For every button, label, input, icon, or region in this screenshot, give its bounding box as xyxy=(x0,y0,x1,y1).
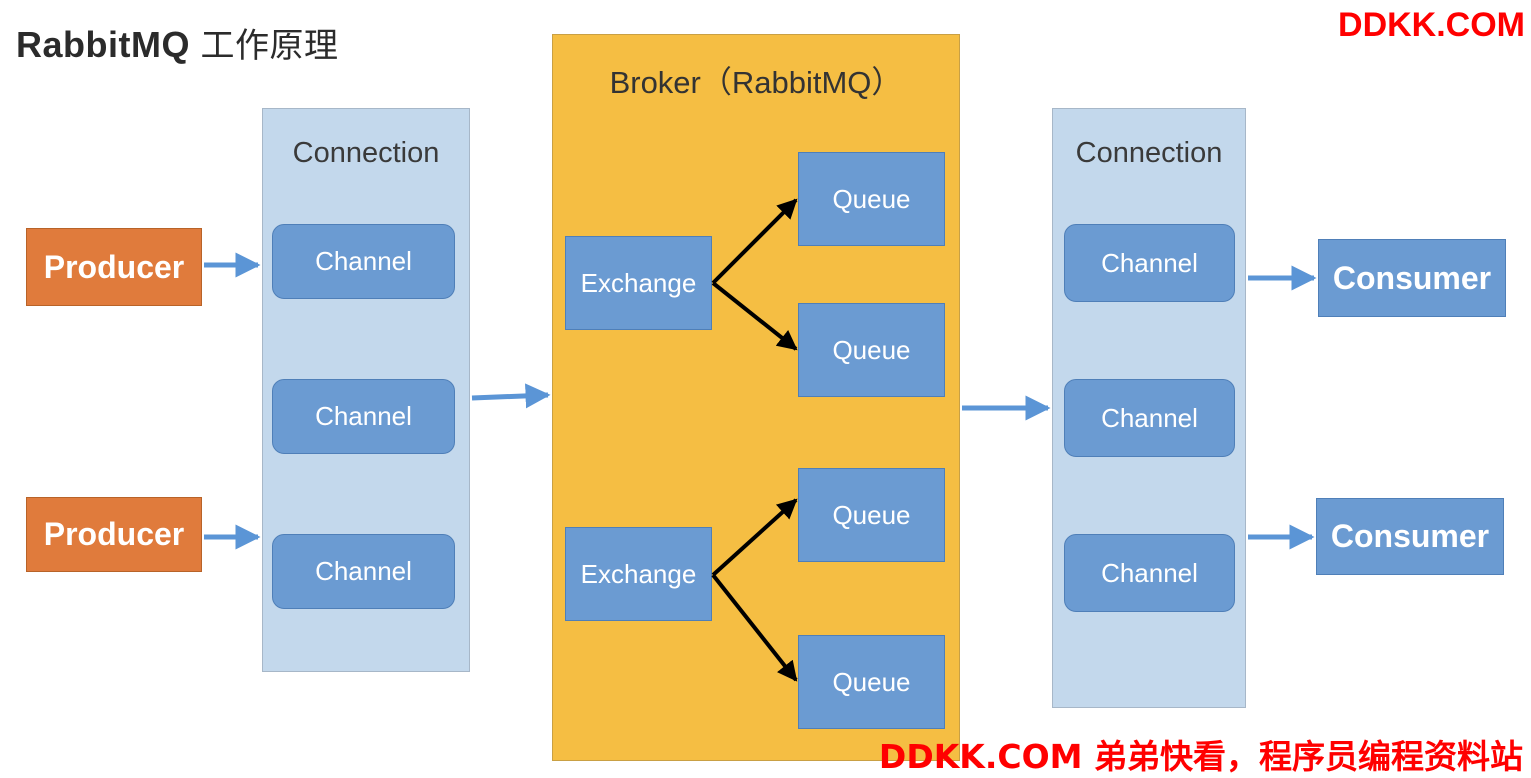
queue-1: Queue xyxy=(798,152,945,246)
consumer-2: Consumer xyxy=(1316,498,1504,575)
consumer-1: Consumer xyxy=(1318,239,1506,317)
diagram-title: RabbitMQ 工作原理 xyxy=(16,18,339,67)
left-channel-3: Channel xyxy=(272,534,455,609)
producer-2: Producer xyxy=(26,497,202,572)
arrow-connection-to-broker xyxy=(471,383,551,409)
arrow-exchange-2-to-queue-3 xyxy=(711,498,798,577)
queue-4: Queue xyxy=(798,635,945,729)
footer-watermark: DDKK.COM 弟弟快看，程序员编程资料站 xyxy=(878,737,1523,776)
title-cn: 工作原理 xyxy=(200,26,339,66)
queue-2: Queue xyxy=(798,303,945,397)
right-channel-1: Channel xyxy=(1064,224,1235,302)
queue-3: Queue xyxy=(798,468,945,562)
producer-1: Producer xyxy=(26,228,202,306)
arrow-exchange-1-to-queue-2 xyxy=(711,281,798,351)
arrow-exchange-1-to-queue-1 xyxy=(711,198,798,285)
left-connection-label: Connection xyxy=(292,137,440,169)
brand-watermark: DDKK.COM xyxy=(1338,6,1525,44)
right-channel-2: Channel xyxy=(1064,379,1235,457)
arrow-exchange-2-to-queue-4 xyxy=(711,573,798,682)
left-channel-1: Channel xyxy=(272,224,455,299)
right-channel-3: Channel xyxy=(1064,534,1235,612)
exchange-2: Exchange xyxy=(565,527,712,621)
left-channel-2: Channel xyxy=(272,379,455,454)
title-main: RabbitMQ xyxy=(16,24,190,65)
broker-label: Broker（RabbitMQ） xyxy=(609,65,903,100)
right-connection-label: Connection xyxy=(1075,137,1223,169)
exchange-1: Exchange xyxy=(565,236,712,330)
